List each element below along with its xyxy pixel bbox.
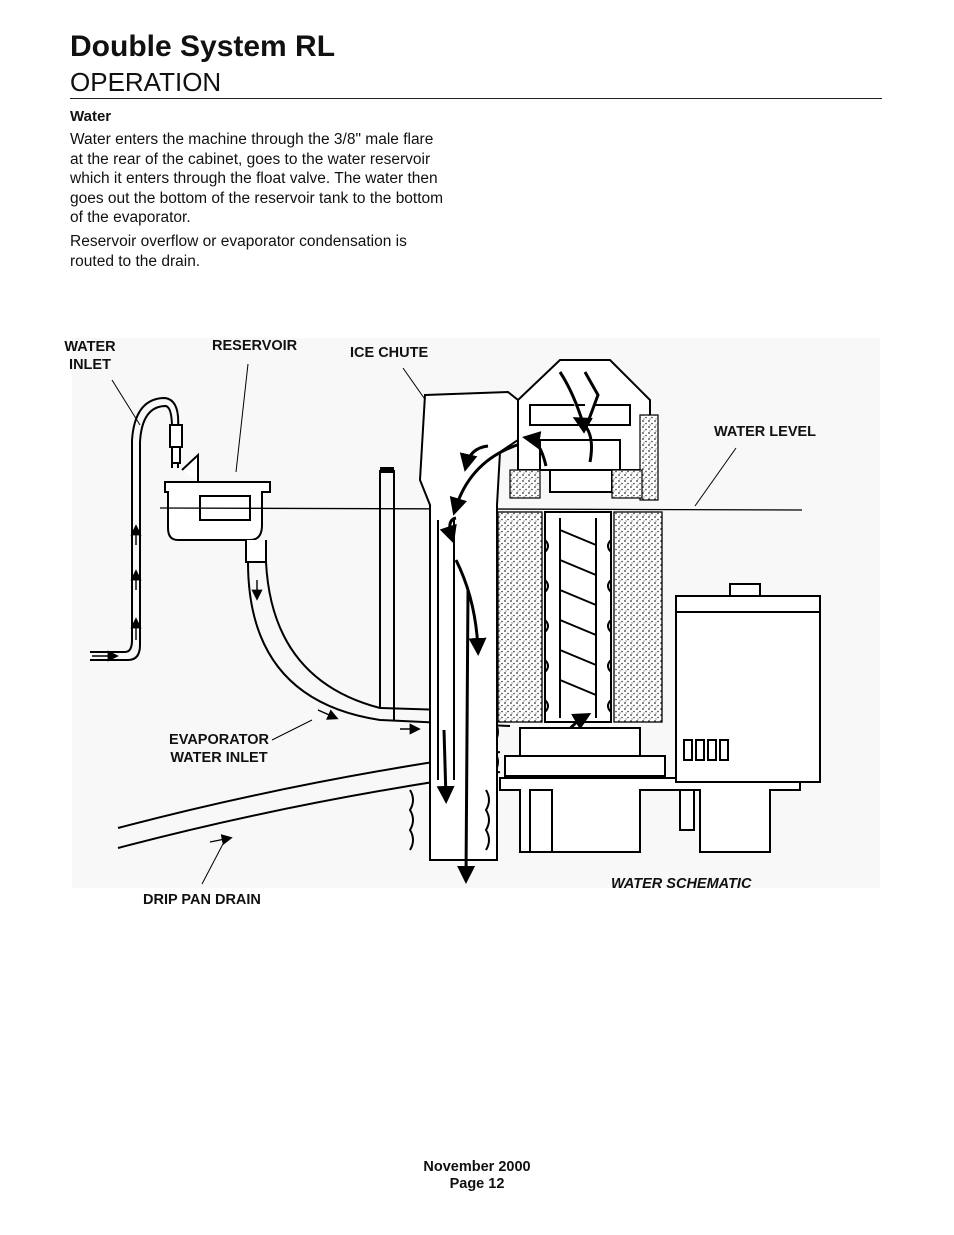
evaporator-auger [544,511,612,723]
footer-date: November 2000 [423,1159,531,1175]
label-drip-pan-drain: DRIP PAN DRAIN [143,892,261,908]
label-water-inlet: WATER INLET [52,338,128,374]
header-divider [70,98,882,99]
leader-lines [111,363,737,885]
gear-motor [675,583,821,783]
page-footer: November 2000 Page 12 [0,1159,954,1193]
label-ice-chute: ICE CHUTE [350,345,429,361]
evaporator-base [408,727,801,853]
paragraph-overflow: Reservoir overflow or evaporator condens… [70,233,407,270]
water-inlet-tube [90,396,183,661]
evaporator-insulation-right [613,511,663,723]
evaporator-inlet-flow-arrows [251,580,421,735]
reservoir [164,452,271,563]
inlet-flow-arrows [92,524,142,662]
section-heading: Water [70,108,112,125]
water-schematic-diagram [72,338,880,888]
footer-page-number: Page 12 [449,1176,505,1192]
diagram-caption: WATER SCHEMATIC [611,876,752,892]
paragraph-water-flow: Water enters the machine through the 3/8… [70,131,444,227]
ice-chute-flow-arrows [436,442,521,884]
label-evaporator-water-inlet: EVAPORATOR WATER INLET [160,731,278,767]
section-title: OPERATION [70,67,222,97]
label-evaporator-water-inlet-text: EVAPORATOR WATER INLET [169,732,269,766]
label-water-level: WATER LEVEL [714,424,817,440]
reservoir-to-evaporator-tube [247,467,511,727]
evaporator-insulation-left [497,511,543,723]
label-reservoir: RESERVOIR [212,338,298,354]
document-title: Double System RL [70,30,336,63]
label-water-inlet-text: WATER INLET [64,339,116,373]
